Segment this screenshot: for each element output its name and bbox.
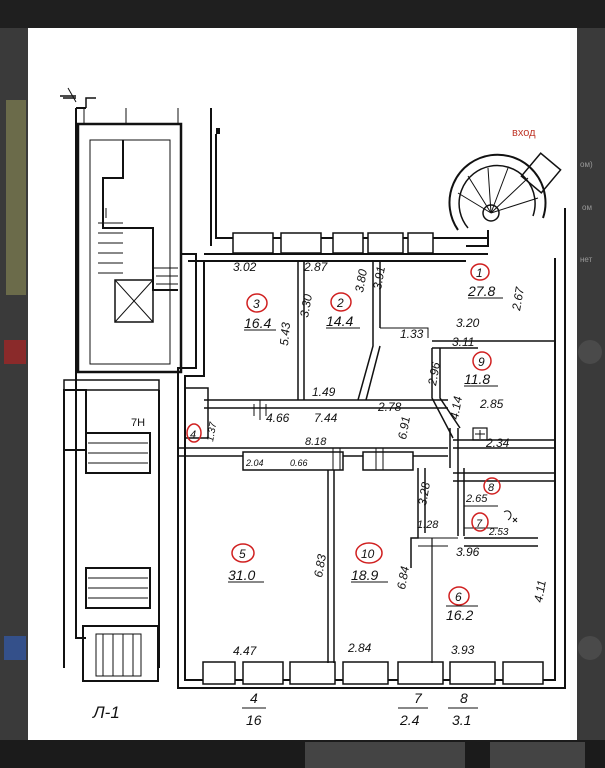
background-thumbnail <box>490 742 585 768</box>
viewer-top-bar <box>0 0 605 28</box>
background-gallery-right <box>577 28 605 740</box>
dim-label: 3.80 <box>352 268 370 294</box>
axis-top: 8 <box>460 690 468 706</box>
background-round-button <box>578 636 602 660</box>
axis-bottom: 16 <box>246 712 262 728</box>
dim-label: 6.84 <box>394 565 412 591</box>
dim-label: 3.28 <box>415 481 433 507</box>
dim-label: 2.87 <box>303 260 329 274</box>
dim-label: 2.67 <box>509 285 527 313</box>
background-thumbnail <box>305 742 465 768</box>
dim-label: 3.02 <box>233 260 257 274</box>
room-number: 1 <box>476 266 483 280</box>
axis-top: 4 <box>250 690 258 706</box>
room-area: 31.0 <box>228 567 255 583</box>
entrance-label: вход <box>512 127 536 139</box>
dim-label: 8.18 <box>305 436 327 448</box>
dimension-labels: 3.02 2.87 3.91 3.80 3.30 5.43 2.67 3.20 … <box>131 260 549 658</box>
dim-label: 2.04 <box>245 458 264 468</box>
dim-label: 4.14 <box>447 395 465 421</box>
dim-label: 6.83 <box>311 553 329 579</box>
dim-label: 6.91 <box>395 415 413 440</box>
stair-block <box>60 87 220 639</box>
axis-bottom: 3.1 <box>452 712 471 728</box>
dim-label: 2.85 <box>479 397 504 411</box>
left-corridor <box>63 379 160 682</box>
room-number: 4 <box>190 429 196 441</box>
background-text: ом) <box>580 160 593 169</box>
background-text: нет <box>580 255 593 264</box>
dim-label: 2.53 <box>488 527 509 538</box>
axis-top: 7 <box>414 690 423 706</box>
floor-plan-image[interactable]: 3.02 2.87 3.91 3.80 3.30 5.43 2.67 3.20 … <box>28 28 577 740</box>
dim-label: 2.84 <box>347 641 372 655</box>
spiral-stair <box>448 152 562 247</box>
outer-walls <box>177 108 566 689</box>
room-number: 8 <box>488 482 495 494</box>
partitions <box>178 261 555 663</box>
room-area: 16.2 <box>446 607 473 623</box>
dim-label: 1.37 <box>205 421 219 443</box>
room-number: 9 <box>478 355 485 369</box>
dim-label: 7.44 <box>314 411 338 425</box>
dim-label: 3.93 <box>451 643 475 657</box>
room-number: 3 <box>253 297 260 311</box>
dim-label: 3.30 <box>297 293 315 319</box>
dim-label: 1.33 <box>400 327 424 341</box>
background-badge <box>4 636 26 660</box>
dim-label: 2.78 <box>377 400 402 414</box>
dim-label: 0.66 <box>290 458 308 468</box>
dim-label: 5.43 <box>277 321 293 346</box>
dim-label: 2.34 <box>485 436 510 450</box>
dim-label: 1.28 <box>417 519 439 531</box>
dim-label: 4.11 <box>531 579 549 604</box>
dim-label: 3.91 <box>370 265 388 290</box>
room-number: 2 <box>336 296 344 310</box>
room-area: 11.8 <box>464 371 490 387</box>
room-number: 7 <box>476 518 483 530</box>
axis-bottom: 2.4 <box>399 712 420 728</box>
dim-label: 2.96 <box>425 361 443 388</box>
axis-labels: Л-1 4 16 7 2.4 8 3.1 <box>92 690 478 728</box>
dim-label: 2.65 <box>465 493 488 505</box>
dim-label: 3.11 <box>452 335 474 349</box>
sheet-label: Л-1 <box>92 703 120 722</box>
room-area: 16.4 <box>244 315 271 331</box>
dim-label: 4.47 <box>233 644 258 658</box>
room-labels: 1 27.8 2 14.4 3 16.4 4 5 31.0 6 16.2 7 <box>186 263 503 623</box>
background-round-button <box>578 340 602 364</box>
background-text: ом <box>582 203 592 212</box>
background-thumbnail <box>6 100 26 295</box>
dim-label: 1.49 <box>312 385 336 399</box>
room-area: 27.8 <box>467 283 495 299</box>
room-area: 18.9 <box>351 567 378 583</box>
dim-label: 7Н <box>131 417 145 429</box>
floor-plan-drawing: 3.02 2.87 3.91 3.80 3.30 5.43 2.67 3.20 … <box>60 87 566 728</box>
background-badge <box>4 340 26 364</box>
dim-label: 3.20 <box>456 316 480 330</box>
room-number: 10 <box>361 547 375 561</box>
room-number: 5 <box>239 547 246 561</box>
room-area: 14.4 <box>326 313 353 329</box>
room-number: 6 <box>455 590 462 604</box>
dim-label: 3.96 <box>456 545 480 559</box>
dim-label: 4.66 <box>266 411 290 425</box>
